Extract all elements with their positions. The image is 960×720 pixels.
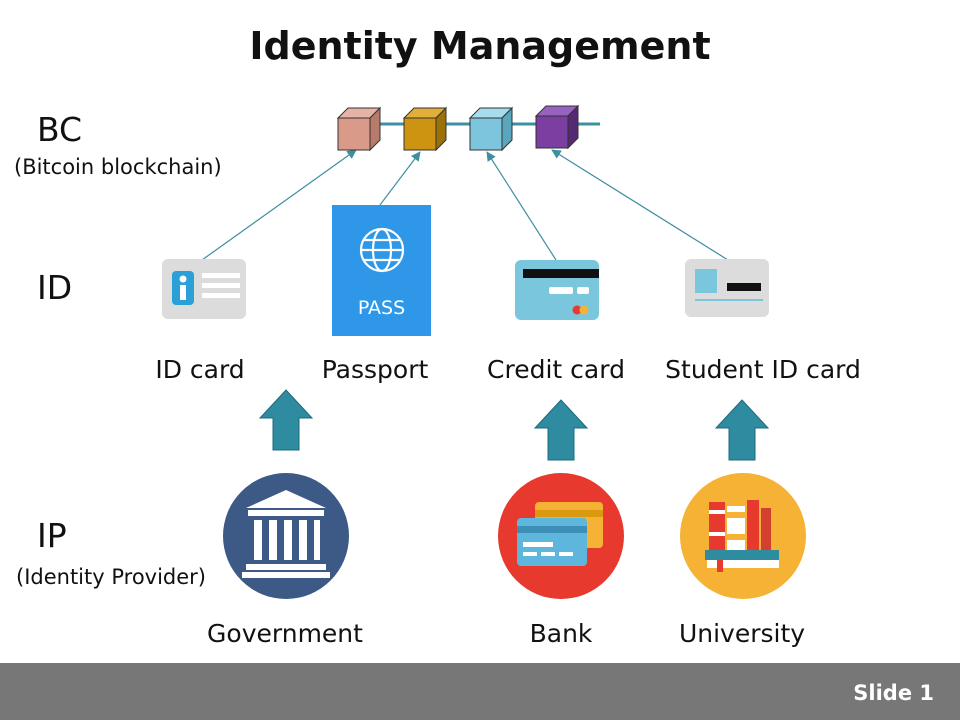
- bank-cards-icon: [498, 473, 624, 599]
- row-sub-bc: (Bitcoin blockchain): [14, 155, 222, 179]
- provider-label-university: University: [678, 619, 806, 648]
- passport-text: PASS: [357, 297, 406, 319]
- slide-canvas: Identity Management BC (Bitcoin blockcha…: [0, 0, 960, 663]
- provider-label-bank: Bank: [529, 619, 593, 648]
- row-label-ip: IP: [37, 516, 67, 555]
- up-arrow-bank: [533, 399, 589, 461]
- link-passport-block: [379, 151, 421, 206]
- provider-label-government: Government: [207, 619, 363, 648]
- slide-footer: Slide 1: [0, 663, 960, 720]
- up-arrow-university: [714, 399, 770, 461]
- block-4: [534, 104, 580, 150]
- id-label-passport: Passport: [321, 355, 429, 384]
- up-arrow-government: [258, 389, 314, 451]
- globe-icon: [359, 227, 405, 273]
- passport-icon: PASS: [332, 205, 431, 336]
- page-title: Identity Management: [249, 24, 711, 68]
- block-1: [336, 106, 382, 152]
- university-books-icon: [680, 473, 806, 599]
- link-studentid-block: [551, 149, 729, 261]
- row-sub-ip: (Identity Provider): [16, 565, 207, 589]
- link-creditcard-block: [486, 151, 557, 261]
- id-label-studentid: Student ID card: [665, 355, 861, 384]
- student-id-card-icon: [685, 259, 769, 317]
- block-3: [468, 106, 514, 152]
- row-label-bc: BC: [37, 110, 83, 149]
- link-idcard-block: [201, 149, 357, 261]
- id-label-creditcard: Credit card: [487, 355, 625, 384]
- block-2: [402, 106, 448, 152]
- government-building-icon: [223, 473, 349, 599]
- credit-card-icon: [515, 260, 599, 320]
- slide-number: Slide 1: [853, 681, 934, 705]
- row-label-id: ID: [37, 268, 73, 307]
- id-card-icon: [162, 259, 246, 319]
- connector-lines: [201, 104, 770, 461]
- id-label-idcard: ID card: [155, 355, 245, 384]
